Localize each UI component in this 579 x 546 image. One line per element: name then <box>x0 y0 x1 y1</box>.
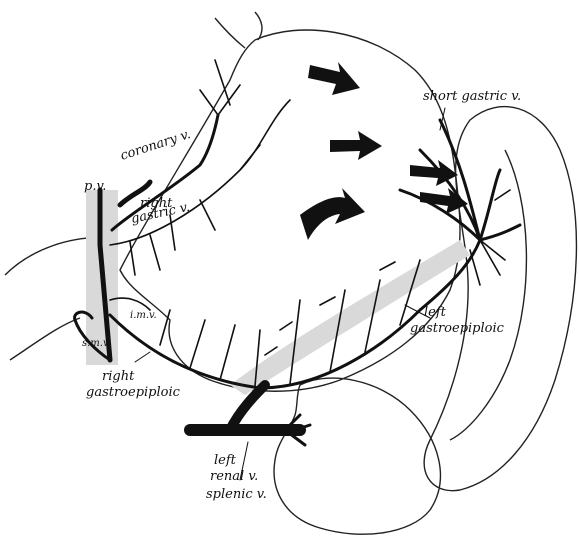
label-left-renal-1: left <box>214 453 237 468</box>
label-left-gastroepiploic-1: left <box>424 305 447 320</box>
label-short-gastric: short gastric v. <box>423 89 521 104</box>
spleen-inner <box>450 150 526 440</box>
label-smv: s.m.v. <box>82 338 111 349</box>
label-splenic: splenic v. <box>206 487 267 502</box>
label-right-gastroepiploic-1: right <box>102 369 135 384</box>
labels: coronary v. short gastric v. p.v. right … <box>82 89 521 502</box>
label-left-renal-2: renal v. <box>210 469 258 484</box>
label-imv: i.m.v. <box>130 310 157 321</box>
duodenum <box>10 318 80 360</box>
label-pv: p.v. <box>84 179 106 194</box>
flow-arrow-3 <box>300 188 365 240</box>
flow-arrow-2 <box>330 131 382 160</box>
kidney-outline <box>274 378 440 534</box>
label-coronary: coronary v. <box>119 127 193 164</box>
flow-arrow-1 <box>308 62 360 95</box>
label-right-gastroepiploic-2: gastroepiploic <box>86 385 181 400</box>
right-gastroepiploic-pointer <box>135 352 150 362</box>
spleen-outline <box>424 107 576 491</box>
label-left-gastroepiploic-2: gastroepiploic <box>410 321 505 336</box>
esophagus <box>215 12 262 48</box>
